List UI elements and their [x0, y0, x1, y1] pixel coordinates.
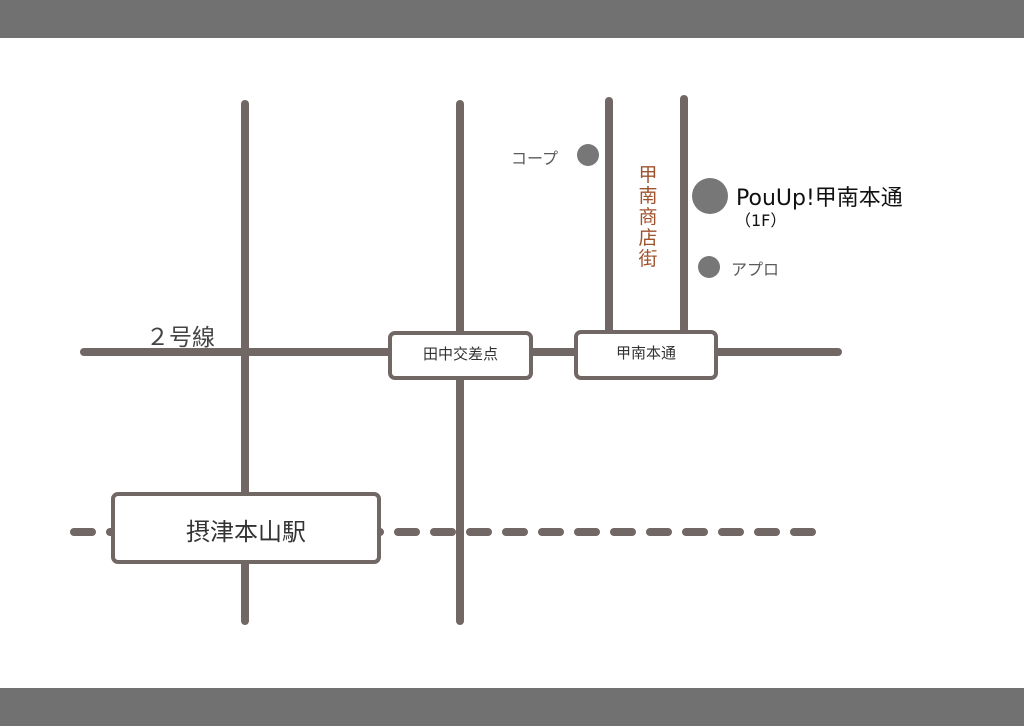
- konan-intersection-box: [574, 330, 718, 380]
- store-floor: （1F）: [735, 211, 787, 230]
- bottom-band: [0, 688, 1024, 726]
- coop-label: コープ: [511, 149, 559, 168]
- apuro-marker-icon: [698, 256, 720, 278]
- coop-marker-icon: [577, 144, 599, 166]
- store-name: PouUp!甲南本通: [736, 186, 903, 211]
- shopping-street-label: 甲南商店街: [638, 164, 658, 270]
- route-2-label: ２号線: [146, 325, 215, 351]
- tanaka-intersection-box: [388, 331, 533, 380]
- apuro-label: アプロ: [731, 260, 780, 279]
- top-band: [0, 0, 1024, 38]
- station-box: [111, 492, 381, 564]
- store-marker-icon: [692, 178, 728, 214]
- konan-intersection-label: 甲南本通: [615, 344, 676, 362]
- tanaka-intersection-label: 田中交差点: [422, 345, 498, 363]
- station-label: 摂津本山駅: [186, 518, 306, 546]
